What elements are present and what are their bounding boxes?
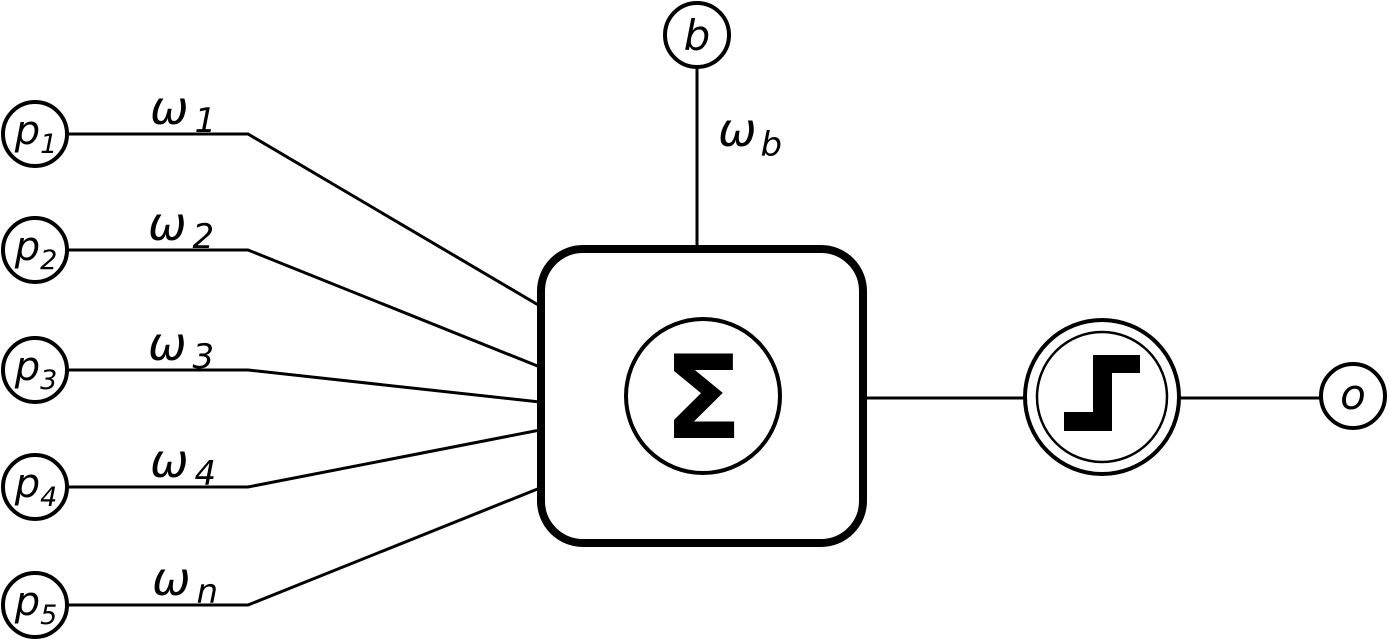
connection-line-4 <box>66 428 541 489</box>
input-label: p <box>14 344 40 390</box>
input-node-1: p1 <box>1 100 69 168</box>
input-subscript: 5 <box>40 600 57 631</box>
sigma-icon: Σ <box>663 331 742 466</box>
input-label: p <box>14 461 40 507</box>
bias-node-circle <box>663 1 731 69</box>
weight-symbol: ω <box>718 103 757 157</box>
input-node-circle <box>1 453 69 521</box>
weight-symbol: ω <box>150 434 189 488</box>
bias-node: b <box>663 1 731 69</box>
weight-symbol: ω <box>150 81 189 135</box>
weight-symbol: ω <box>152 552 191 606</box>
input-label: p <box>14 108 40 154</box>
input-label: p <box>14 224 40 270</box>
svg-text:p5: p5 <box>14 579 58 631</box>
input-subscript: 1 <box>40 129 57 160</box>
connection-line-5 <box>66 486 541 607</box>
input-node-3: p3 <box>1 336 69 404</box>
output-node: o <box>1319 362 1387 430</box>
weight-subscript: 4 <box>195 454 217 494</box>
input-node-circle <box>1 216 69 284</box>
weight-symbol: ω <box>148 197 187 251</box>
connection-line-1 <box>66 132 541 308</box>
output-label: o <box>1340 370 1366 419</box>
input-subscript: 3 <box>40 365 57 396</box>
summation-block: Σ <box>537 245 867 547</box>
input-node-circle <box>1 336 69 404</box>
weight-subscript: 3 <box>193 337 215 377</box>
connection-line-2 <box>66 248 541 369</box>
input-label: p <box>14 579 40 625</box>
svg-text:p2: p2 <box>14 224 58 276</box>
sigma-circle <box>624 317 782 475</box>
svg-text:p4: p4 <box>14 461 58 513</box>
input-node-circle <box>1 571 69 639</box>
svg-text:p1: p1 <box>14 108 58 160</box>
weight-subscript: 1 <box>195 101 217 141</box>
svg-text:p3: p3 <box>14 344 58 396</box>
input-subscript: 4 <box>40 482 57 513</box>
input-connections <box>66 132 541 607</box>
input-subscript: 2 <box>40 245 57 276</box>
connection-line-3 <box>66 368 541 404</box>
bias-label: b <box>684 11 711 60</box>
input-node-circle <box>1 100 69 168</box>
weight-symbol: ω <box>148 317 187 371</box>
weight-subscript: 2 <box>193 217 215 257</box>
output-node-circle <box>1319 362 1387 430</box>
step-function-icon <box>1064 355 1140 431</box>
input-node-4: p4 <box>1 453 69 521</box>
input-node-2: p2 <box>1 216 69 284</box>
activation-block <box>1023 318 1181 476</box>
weight-subscript: n <box>197 572 219 612</box>
weight-subscript: b <box>761 125 783 165</box>
input-node-5: p5 <box>1 571 69 639</box>
